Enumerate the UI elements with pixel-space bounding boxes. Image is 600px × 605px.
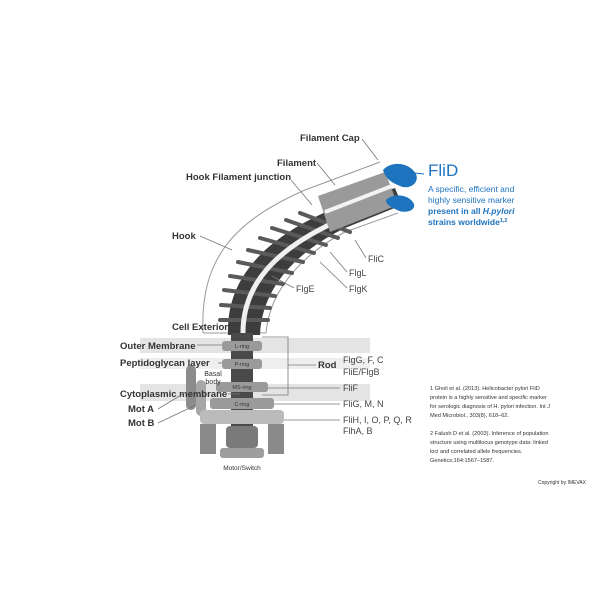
mot-a-label: Mot A — [128, 404, 154, 415]
ref1-line-1: 1 Gholi et al. (2013). Helicobacter pylo… — [430, 386, 540, 392]
cytoplasmic-membrane-label: Cytoplasmic membrane — [120, 389, 227, 400]
basal-label-1: Basal — [204, 371, 222, 378]
c-ring — [210, 398, 274, 409]
flge-label: FlgE — [296, 284, 315, 294]
p-ring — [222, 359, 262, 369]
ms-ring-label: MS-ring — [232, 385, 251, 391]
peptidoglycan-label: Peptidoglycan layer — [120, 358, 210, 369]
flic-leader — [354, 239, 367, 259]
flid-line-1: A specific, efficient and — [428, 184, 515, 194]
hook-leader — [199, 235, 233, 251]
flgl-leader — [329, 251, 348, 273]
mot-a-leader — [157, 391, 187, 410]
flgl-label: FlgL — [349, 268, 367, 278]
motor-leg-left — [200, 424, 216, 454]
motor-switch-label: Motor/Switch — [223, 465, 261, 472]
filament-segment — [318, 172, 398, 232]
motor-core — [226, 426, 258, 448]
p-ring-label: P-ring — [235, 362, 250, 368]
ref2-line-3: loci and correlated allele frequencies. — [430, 449, 523, 455]
flgk-label: FlgK — [349, 284, 368, 294]
hook-outline-outer — [202, 161, 381, 334]
flid-line-3-italic: H.pylori — [483, 206, 515, 216]
hook-channel — [240, 195, 399, 336]
ms-ring — [216, 382, 268, 392]
motor-leg-right — [268, 424, 284, 454]
flif-label: FliF — [343, 383, 358, 393]
rod-label: Rod — [318, 360, 337, 371]
cell-exterior-label: Cell Exterior — [172, 322, 228, 333]
flih-label-1: FliH, I, O, P, Q, R — [343, 415, 412, 425]
flid-cap-lower — [386, 195, 415, 212]
ref1-line-2: protein is a highly sensitive and specif… — [430, 395, 547, 401]
filament-cap-leader — [361, 138, 379, 161]
filament-label: Filament — [277, 158, 317, 169]
ref2-line-1: 2 Falush D et al. (2003). Inference of p… — [430, 431, 548, 437]
flic-label: FliC — [368, 254, 384, 264]
hook-label: Hook — [172, 231, 196, 242]
flig-label: FliG, M, N — [343, 399, 384, 409]
flid-superscript: 1,2 — [500, 218, 508, 224]
flid-line-2: highly sensitive marker — [428, 195, 515, 205]
ref2-line-2: structure using multilocus genotype data… — [430, 440, 548, 446]
ref1-line-4: Med Microbiol., 303(8), 618–62. — [430, 413, 509, 419]
flge-leader — [271, 275, 295, 289]
flid-title: FliD — [428, 161, 458, 180]
flid-line-3: present in all H.pylori — [428, 206, 515, 216]
rod-proteins-1: FlgG, F, C — [343, 355, 384, 365]
outer-membrane-label: Outer Membrane — [120, 341, 196, 352]
c-ring-label: C-ring — [235, 402, 250, 408]
copyright: Copyright by IMEVAX — [538, 480, 587, 486]
filament-leader — [316, 162, 336, 186]
flid-cap-upper — [383, 163, 417, 188]
hook-outline-inner — [265, 212, 399, 334]
motor-switch-top — [200, 410, 284, 424]
motor-base — [220, 448, 264, 458]
flgk-leader — [319, 261, 348, 289]
rod-proteins-2: FliE/FlgB — [343, 367, 380, 377]
ref1-line-3: for serologic diagnosis of H. pylori inf… — [430, 404, 550, 410]
basal-label-2: body — [205, 379, 221, 386]
mot-b-label: Mot B — [128, 418, 155, 429]
flid-line-4-text: strains worldwide — [428, 217, 500, 227]
flid-line-3-prefix: present in all — [428, 206, 483, 216]
hook-filament-junction-label: Hook Filament junction — [186, 172, 291, 183]
ref2-line-4: Genetics;164:1567–1587. — [430, 458, 495, 464]
flih-label-2: FlhA, B — [343, 426, 373, 436]
filament-channel — [324, 184, 393, 214]
flid-pointer — [404, 171, 425, 175]
rod-bracket — [262, 336, 289, 396]
flid-line-4: strains worldwide1,2 — [428, 217, 507, 227]
l-ring-label: L-ring — [235, 344, 249, 350]
mot-b — [196, 380, 206, 416]
junction-leader — [290, 179, 313, 206]
mot-b-leader — [157, 404, 197, 424]
filament-cap-label: Filament Cap — [300, 133, 360, 144]
mot-a — [186, 365, 196, 410]
l-ring — [222, 341, 262, 351]
